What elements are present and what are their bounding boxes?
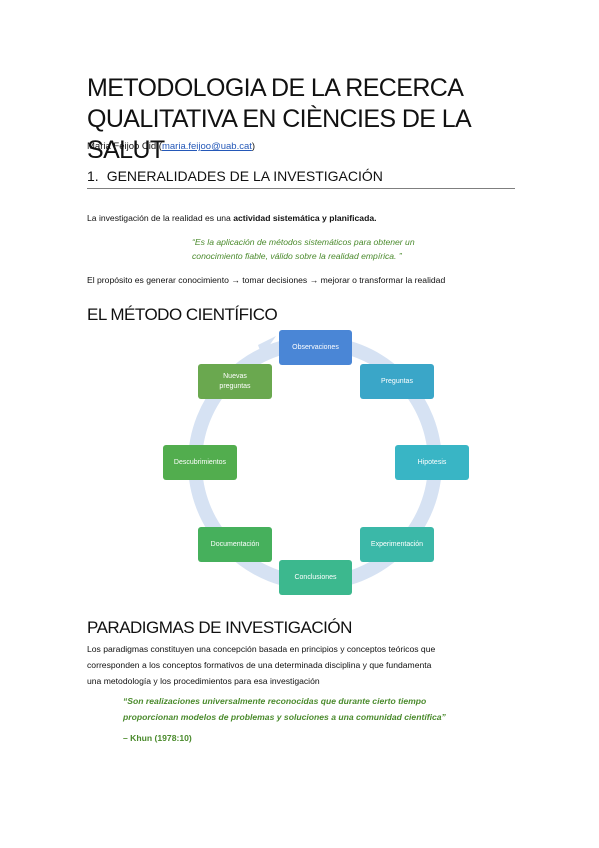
document-title: METODOLOGIA DE LA RECERCA QUALITATIVA EN… <box>87 73 547 166</box>
author-name: Maria Feijoo Cid ( <box>87 141 162 152</box>
section-1-title: GENERALIDADES DE LA INVESTIGACIÓN <box>106 168 383 184</box>
intro-text: La investigación de la realidad es una <box>87 213 234 223</box>
paradigm-line-1: Los paradigmas constituyen una concepció… <box>87 644 436 654</box>
khun-quote-line-1: “Son realizaciones universalmente recono… <box>123 696 427 706</box>
cycle-arrowhead <box>258 336 276 356</box>
paradigm-definition: Los paradigmas constituyen una concepció… <box>87 641 527 689</box>
cycle-node-hipotesis: Hipotesis <box>395 445 469 480</box>
cycle-node-label: Experimentación <box>370 540 424 548</box>
cycle-node-descubrimientos: Descubrimientos <box>163 445 237 480</box>
cycle-node-label: Hipotesis <box>417 458 447 466</box>
cycle-node-preguntas: Preguntas <box>360 364 434 399</box>
title-line-2: QUALITATIVA EN CIÈNCIES DE LA SALUT <box>87 105 470 164</box>
title-line-1: METODOLOGIA DE LA RECERCA <box>87 74 464 102</box>
khun-quote: “Son realizaciones universalmente recono… <box>123 693 446 725</box>
cycle-node-documentacion: Documentación <box>198 527 272 562</box>
section-1-heading: 1. GENERALIDADES DE LA INVESTIGACIÓN <box>87 168 515 189</box>
cycle-node-label: Preguntas <box>381 377 413 385</box>
definition-quote-line-1: “Es la aplicación de métodos sistemático… <box>192 237 415 247</box>
cycle-node-experimentacion: Experimentación <box>360 527 434 562</box>
intro-bold-text: actividad sistemática y planificada. <box>233 213 377 223</box>
paradigm-line-2: corresponden a los conceptos formativos … <box>87 660 432 670</box>
cycle-node-conclusiones: Conclusiones <box>279 560 352 595</box>
author-close: ) <box>251 141 256 152</box>
cycle-node-observaciones: Observaciones <box>279 330 352 365</box>
cycle-node-label: Documentación <box>210 540 260 548</box>
author-line: Maria Feijoo Cid (maria.feijoo@uab.cat) <box>87 141 255 152</box>
khun-quote-line-2: proporcionan modelos de problemas y solu… <box>123 712 446 722</box>
cycle-node-label: Nuevas preguntas <box>219 372 251 390</box>
cycle-node-label: Observaciones <box>292 343 339 351</box>
definition-quote: “Es la aplicación de métodos sistemático… <box>192 235 415 263</box>
section-1-number: 1. <box>87 168 99 184</box>
khun-citation: – Khun (1978:10) <box>123 733 192 743</box>
section-2-heading: EL MÉTODO CIENTÍFICO <box>87 305 278 324</box>
section-3-heading: PARADIGMAS DE INVESTIGACIÓN <box>87 618 352 637</box>
paradigm-line-3: una metodología y los procedimientos par… <box>87 676 320 686</box>
cycle-node-nuevas-preguntas: Nuevas preguntas <box>198 364 272 399</box>
cycle-node-label: Conclusiones <box>294 573 337 581</box>
purpose-paragraph: El propósito es generar conocimiento → t… <box>87 275 446 285</box>
cycle-node-label: Descubrimientos <box>173 458 227 466</box>
author-email-link[interactable]: maria.feijoo@uab.cat <box>161 141 252 152</box>
definition-quote-line-2: conocimiento fiable, válido sobre la rea… <box>192 251 402 261</box>
intro-paragraph: La investigación de la realidad es una a… <box>87 213 377 223</box>
